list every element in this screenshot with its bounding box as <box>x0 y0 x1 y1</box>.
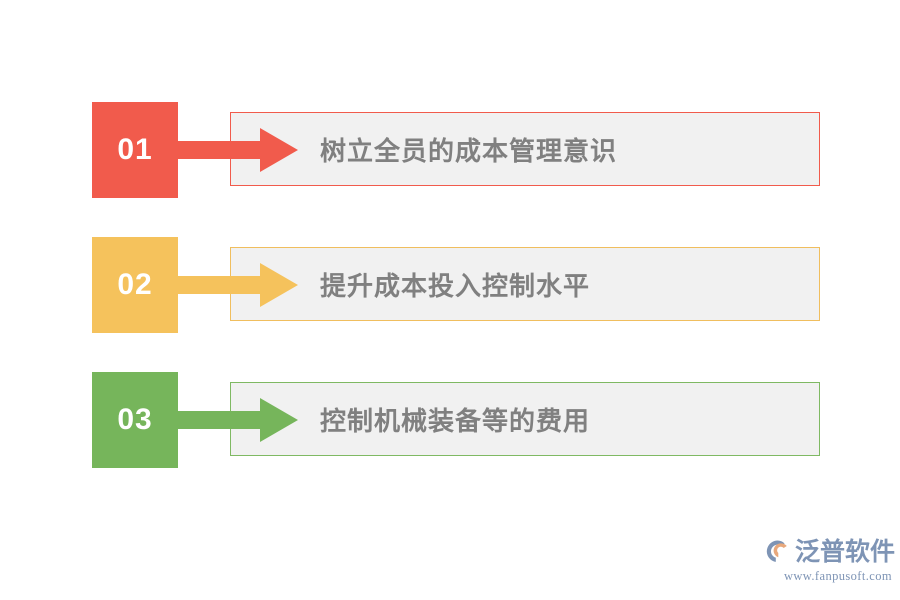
arrow-icon <box>172 263 298 307</box>
step-row: 03 控制机械装备等的费用 <box>92 372 820 468</box>
step-number: 02 <box>117 268 153 301</box>
step-label: 提升成本投入控制水平 <box>320 270 591 301</box>
step-panel <box>230 112 820 186</box>
arrow-icon <box>172 128 298 172</box>
step-label: 控制机械装备等的费用 <box>320 405 591 436</box>
step-number-box: 01 <box>92 102 178 198</box>
step-number-box: 03 <box>92 372 178 468</box>
brand-name: 泛普软件 <box>795 538 896 566</box>
step-row: 01 树立全员的成本管理意识 <box>92 102 820 198</box>
step-row: 02 提升成本投入控制水平 <box>92 237 820 333</box>
step-panel <box>230 382 820 456</box>
step-number-box: 02 <box>92 237 178 333</box>
step-label: 树立全员的成本管理意识 <box>320 135 618 166</box>
step-number: 01 <box>117 133 153 166</box>
brand-url: www.fanpusoft.com <box>783 569 892 583</box>
brand-logo-row: 泛普软件 <box>762 534 896 570</box>
fanpu-logo-icon <box>762 537 792 567</box>
brand-logo: 泛普软件 www.fanpusoft.com <box>762 534 896 590</box>
step-panel <box>230 247 820 321</box>
step-number: 03 <box>117 403 153 436</box>
arrow-icon <box>172 398 298 442</box>
